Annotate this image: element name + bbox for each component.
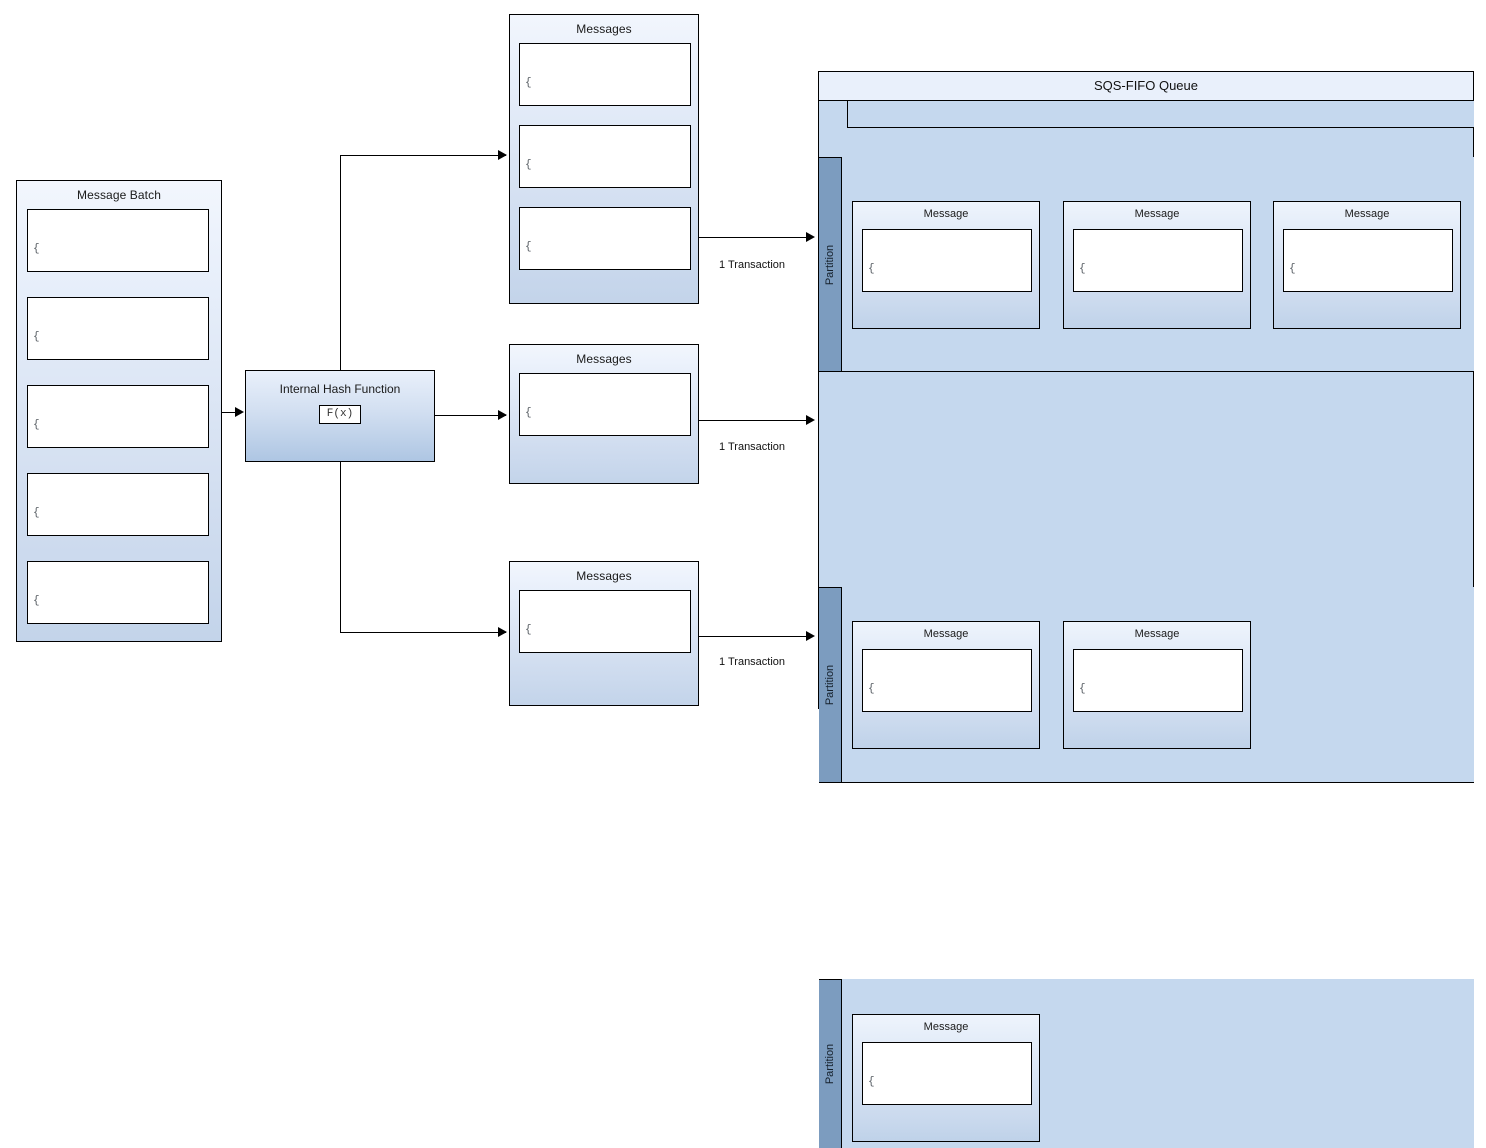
arrowhead-group-3 bbox=[498, 627, 507, 637]
partition-label-text: Partition bbox=[824, 244, 836, 285]
queue-message-card: { messageGroupId: "item2", messageBody: … bbox=[1073, 649, 1243, 712]
messages-group-container: Messages { messageGroupId: "item0", mess… bbox=[509, 14, 699, 304]
queue-message-card: { messageGroupId: "item3", messageBody: … bbox=[1283, 229, 1453, 292]
queue-message-box: Message { messageGroupId: "item0", messa… bbox=[852, 201, 1040, 329]
batch-message-card: { messageGroupId: "item1", messageBody: … bbox=[27, 385, 209, 448]
code-line-open: { bbox=[1079, 263, 1086, 275]
code-line-open: { bbox=[33, 243, 40, 255]
queue-message-title: Message bbox=[923, 208, 969, 220]
messages-group-title: Messages bbox=[576, 22, 632, 36]
transaction-label-1: 1 Transaction bbox=[719, 259, 786, 271]
queue-message-box: Message { messageGroupId: "item2", messa… bbox=[1063, 621, 1251, 749]
code-line-open: { bbox=[525, 624, 532, 636]
queue-message-card: { messageGroupId: "item0", messageBody: … bbox=[1073, 229, 1243, 292]
queue-partition-row: Partition Message { messageGroupId: "ite… bbox=[819, 979, 1474, 1148]
connector-hash-to-group-3 bbox=[340, 632, 506, 633]
queue-message-card: { messageGroupId: "item1", messageBody: … bbox=[862, 1042, 1032, 1105]
messages-group-title: Messages bbox=[576, 569, 632, 583]
group-message-card: { messageGroupId: "item1", messageBody: … bbox=[519, 590, 691, 653]
group-message-card: { messageGroupId: "item0", messageBody: … bbox=[519, 43, 691, 106]
messages-group-container: Messages { messageGroupId: "item1", mess… bbox=[509, 561, 699, 706]
code-line-open: { bbox=[33, 331, 40, 343]
connector-hash-bottom-stub bbox=[340, 461, 341, 632]
queue-message-title: Message bbox=[1344, 208, 1390, 220]
messages-group-container: Messages { messageGroupId: "item2", mess… bbox=[509, 344, 699, 484]
code-line-open: { bbox=[868, 683, 875, 695]
code-line-open: { bbox=[525, 241, 532, 253]
sqs-fifo-queue-title: SQS-FIFO Queue bbox=[819, 72, 1473, 101]
group-message-card: { messageGroupId: "item2", messageBody: … bbox=[519, 373, 691, 436]
connector-group-3-to-queue bbox=[699, 636, 812, 637]
queue-message-title: Message bbox=[1134, 628, 1180, 640]
queue-partition-row: Partition Message { messageGroupId: "ite… bbox=[819, 157, 1474, 372]
queue-message-title: Message bbox=[923, 1021, 969, 1033]
batch-message-card: { messageGroupId: "item3", messageBody: … bbox=[27, 561, 209, 624]
partition-label: Partition bbox=[819, 587, 842, 782]
group-message-card: { messageGroupId: "item0", messageBody: … bbox=[519, 125, 691, 188]
queue-inner-band bbox=[847, 101, 1474, 128]
message-batch-container: Message Batch { messageGroupId: "item0",… bbox=[16, 180, 222, 642]
code-line-open: { bbox=[33, 595, 40, 607]
connector-batch-to-hash bbox=[222, 412, 236, 413]
partition-label: Partition bbox=[819, 157, 842, 371]
queue-partition-row: Partition Message { messageGroupId: "ite… bbox=[819, 587, 1474, 783]
connector-group-2-to-queue bbox=[699, 420, 812, 421]
arrowhead-batch-to-hash bbox=[235, 407, 244, 417]
queue-message-box: Message { messageGroupId: "item4", messa… bbox=[852, 621, 1040, 749]
batch-message-card: { messageGroupId: "item0", messageBody: … bbox=[27, 209, 209, 272]
code-line-open: { bbox=[525, 407, 532, 419]
arrowhead-queue-partition-3 bbox=[806, 631, 815, 641]
batch-message-card: { messageGroupId: "item0", messageBody: … bbox=[27, 297, 209, 360]
arrowhead-queue-partition-2 bbox=[806, 415, 815, 425]
group-message-card: { messageGroupId: "item3", messageBody: … bbox=[519, 207, 691, 270]
code-line-open: { bbox=[525, 77, 532, 89]
queue-message-box: Message { messageGroupId: "item1", messa… bbox=[852, 1014, 1040, 1142]
queue-message-card: { messageGroupId: "item0", messageBody: … bbox=[862, 229, 1032, 292]
code-line-open: { bbox=[525, 159, 532, 171]
hash-function-title: Internal Hash Function bbox=[279, 382, 401, 396]
message-batch-title: Message Batch bbox=[76, 188, 161, 202]
batch-message-card: { messageGroupId: "item2", messageBody: … bbox=[27, 473, 209, 536]
queue-message-title: Message bbox=[923, 628, 969, 640]
connector-hash-to-group-1 bbox=[340, 155, 506, 156]
arrowhead-queue-partition-1 bbox=[806, 232, 815, 242]
code-line-open: { bbox=[868, 1076, 875, 1088]
internal-hash-function: Internal Hash Function F(x) bbox=[245, 370, 435, 462]
queue-message-card: { messageGroupId: "item4", messageBody: … bbox=[862, 649, 1032, 712]
code-line-open: { bbox=[33, 419, 40, 431]
connector-hash-top-stub bbox=[340, 155, 341, 371]
connector-hash-to-group-2 bbox=[435, 415, 506, 416]
arrowhead-group-1 bbox=[498, 150, 507, 160]
transaction-label-2: 1 Transaction bbox=[719, 441, 786, 453]
sqs-fifo-queue: SQS-FIFO Queue Partition Message { messa… bbox=[818, 71, 1474, 1148]
code-line-open: { bbox=[33, 507, 40, 519]
code-line-open: { bbox=[868, 263, 875, 275]
partition-label-text: Partition bbox=[824, 1043, 836, 1085]
messages-group-title: Messages bbox=[576, 352, 632, 366]
partition-label: Partition bbox=[819, 979, 842, 1148]
hash-function-formula: F(x) bbox=[318, 405, 362, 424]
queue-message-box: Message { messageGroupId: "item0", messa… bbox=[1063, 201, 1251, 329]
code-line-open: { bbox=[1079, 683, 1086, 695]
arrowhead-group-2 bbox=[498, 410, 507, 420]
queue-message-box: Message { messageGroupId: "item3", messa… bbox=[1273, 201, 1461, 329]
code-line-open: { bbox=[1289, 263, 1296, 275]
connector-group-1-to-queue bbox=[699, 237, 812, 238]
queue-message-title: Message bbox=[1134, 208, 1180, 220]
partition-label-text: Partition bbox=[824, 664, 836, 706]
transaction-label-3: 1 Transaction bbox=[719, 656, 786, 668]
